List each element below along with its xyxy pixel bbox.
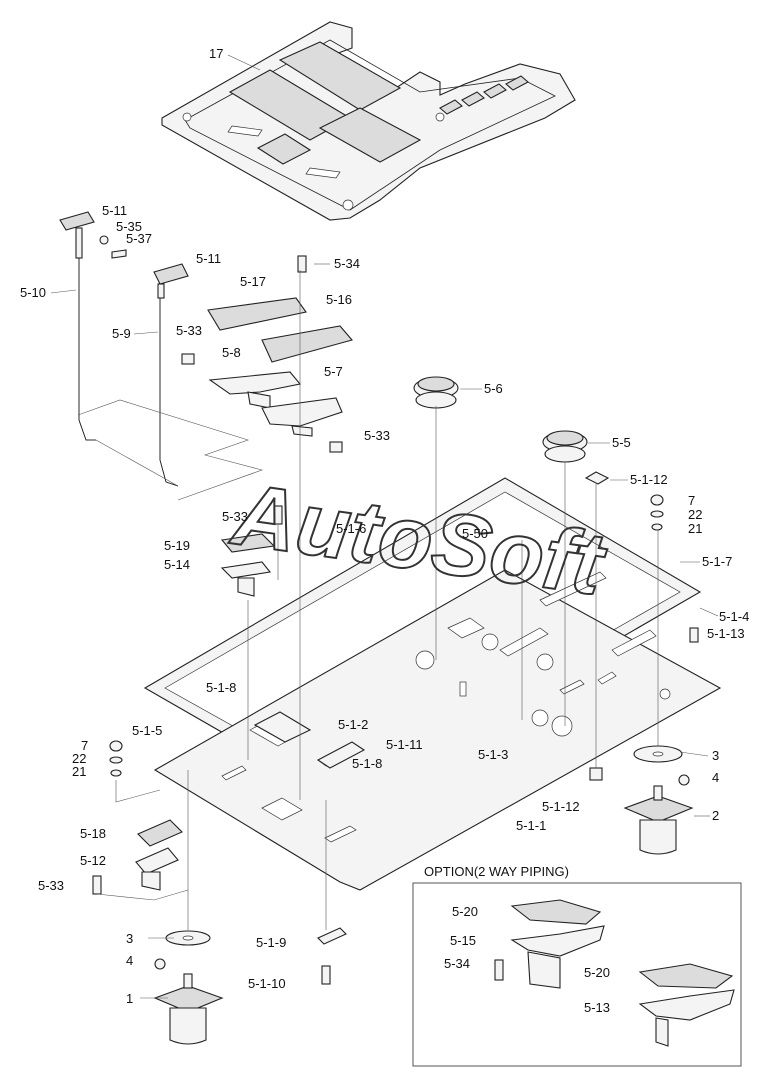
label-5-33-b: 5-33	[364, 428, 390, 443]
label-leaders	[50, 54, 719, 999]
label-5-1-8-a: 5-1-8	[206, 680, 236, 695]
label-5-10: 5-10	[20, 285, 46, 300]
label-5-1-8-b: 5-1-8	[352, 756, 382, 771]
part-5-19-pedal	[220, 533, 276, 553]
label-5-35: 5-35	[116, 219, 142, 234]
label-5-17: 5-17	[240, 274, 266, 289]
label-5-34-b: 5-34	[444, 956, 470, 971]
label-5-1-11: 5-1-11	[386, 737, 423, 752]
label-5-1-9: 5-1-9	[256, 935, 286, 950]
part-5-10-lever	[59, 211, 96, 441]
label-4-b: 4	[126, 953, 133, 968]
label-22-b: 22	[72, 751, 86, 766]
label-5-33-a: 5-33	[176, 323, 202, 338]
label-5-8: 5-8	[222, 345, 241, 360]
part-17-cover	[161, 21, 576, 221]
label-17: 17	[209, 46, 223, 61]
label-5-14: 5-14	[164, 557, 190, 572]
label-5-11-b: 5-11	[196, 251, 221, 266]
label-7-b: 7	[81, 738, 88, 753]
label-3-b: 3	[126, 931, 133, 946]
label-5-12: 5-12	[80, 853, 106, 868]
label-21-a: 21	[688, 521, 702, 536]
part-5-12-bracket	[135, 847, 179, 891]
label-4-a: 4	[712, 770, 719, 785]
part-5-18-pedal	[137, 819, 183, 847]
label-5-1-12-b: 5-1-12	[542, 799, 580, 814]
option-box-title: OPTION(2 WAY PIPING)	[424, 864, 569, 879]
part-5-6-grommet	[413, 376, 459, 409]
label-5-1-1: 5-1-1	[516, 818, 546, 833]
label-5-37: 5-37	[126, 231, 152, 246]
part-1-swivel-left	[153, 930, 224, 1045]
part-2-swivel-right	[623, 745, 694, 855]
part-5-1-12-block	[584, 471, 610, 781]
label-5-5: 5-5	[612, 435, 631, 450]
label-5-7: 5-7	[324, 364, 343, 379]
label-5-13: 5-13	[584, 1000, 610, 1015]
part-5-16-pedal	[261, 325, 353, 363]
label-22-a: 22	[688, 507, 702, 522]
label-3-a: 3	[712, 748, 719, 763]
label-5-11-a: 5-11	[102, 203, 127, 218]
label-5-19: 5-19	[164, 538, 190, 553]
label-5-33-c: 5-33	[222, 509, 248, 524]
label-5-50: 5-50	[462, 526, 488, 541]
label-5-1-5: 5-1-5	[132, 723, 162, 738]
part-5-5-grommet	[542, 430, 588, 463]
part-5-14-bracket	[220, 561, 272, 597]
part-5-1-2-plates	[253, 711, 366, 769]
label-5-15: 5-15	[450, 933, 476, 948]
option-box	[412, 882, 742, 1067]
part-5-7-bracket	[261, 397, 343, 437]
label-5-1-10: 5-1-10	[248, 976, 286, 991]
label-5-16: 5-16	[326, 292, 352, 307]
label-7-a: 7	[688, 493, 695, 508]
label-5-6: 5-6	[484, 381, 503, 396]
label-5-20-a: 5-20	[452, 904, 478, 919]
part-5-17-pedal	[207, 297, 307, 331]
label-5-34-a: 5-34	[334, 256, 360, 271]
label-5-9: 5-9	[112, 326, 131, 341]
label-5-1-6: 5-1-6	[336, 521, 366, 536]
label-5-33-d: 5-33	[38, 878, 64, 893]
label-1: 1	[126, 991, 133, 1006]
label-5-1-3: 5-1-3	[478, 747, 508, 762]
label-5-1-7: 5-1-7	[702, 554, 732, 569]
label-21-b: 21	[72, 764, 86, 779]
label-5-1-12-a: 5-1-12	[630, 472, 668, 487]
label-5-18: 5-18	[80, 826, 106, 841]
label-5-1-13: 5-1-13	[707, 626, 745, 641]
label-5-1-4: 5-1-4	[719, 609, 749, 624]
callout-labels: 17 5-11 5-35 5-37 5-11 5-10 5-34 5-17 5-…	[20, 46, 749, 1015]
part-5-1-1-base-plate	[153, 569, 722, 891]
label-5-1-2: 5-1-2	[338, 717, 368, 732]
label-5-20-b: 5-20	[584, 965, 610, 980]
label-2: 2	[712, 808, 719, 823]
leader-lines	[96, 270, 659, 930]
part-5-8-bracket	[208, 371, 302, 409]
part-5-9-lever	[153, 263, 189, 487]
